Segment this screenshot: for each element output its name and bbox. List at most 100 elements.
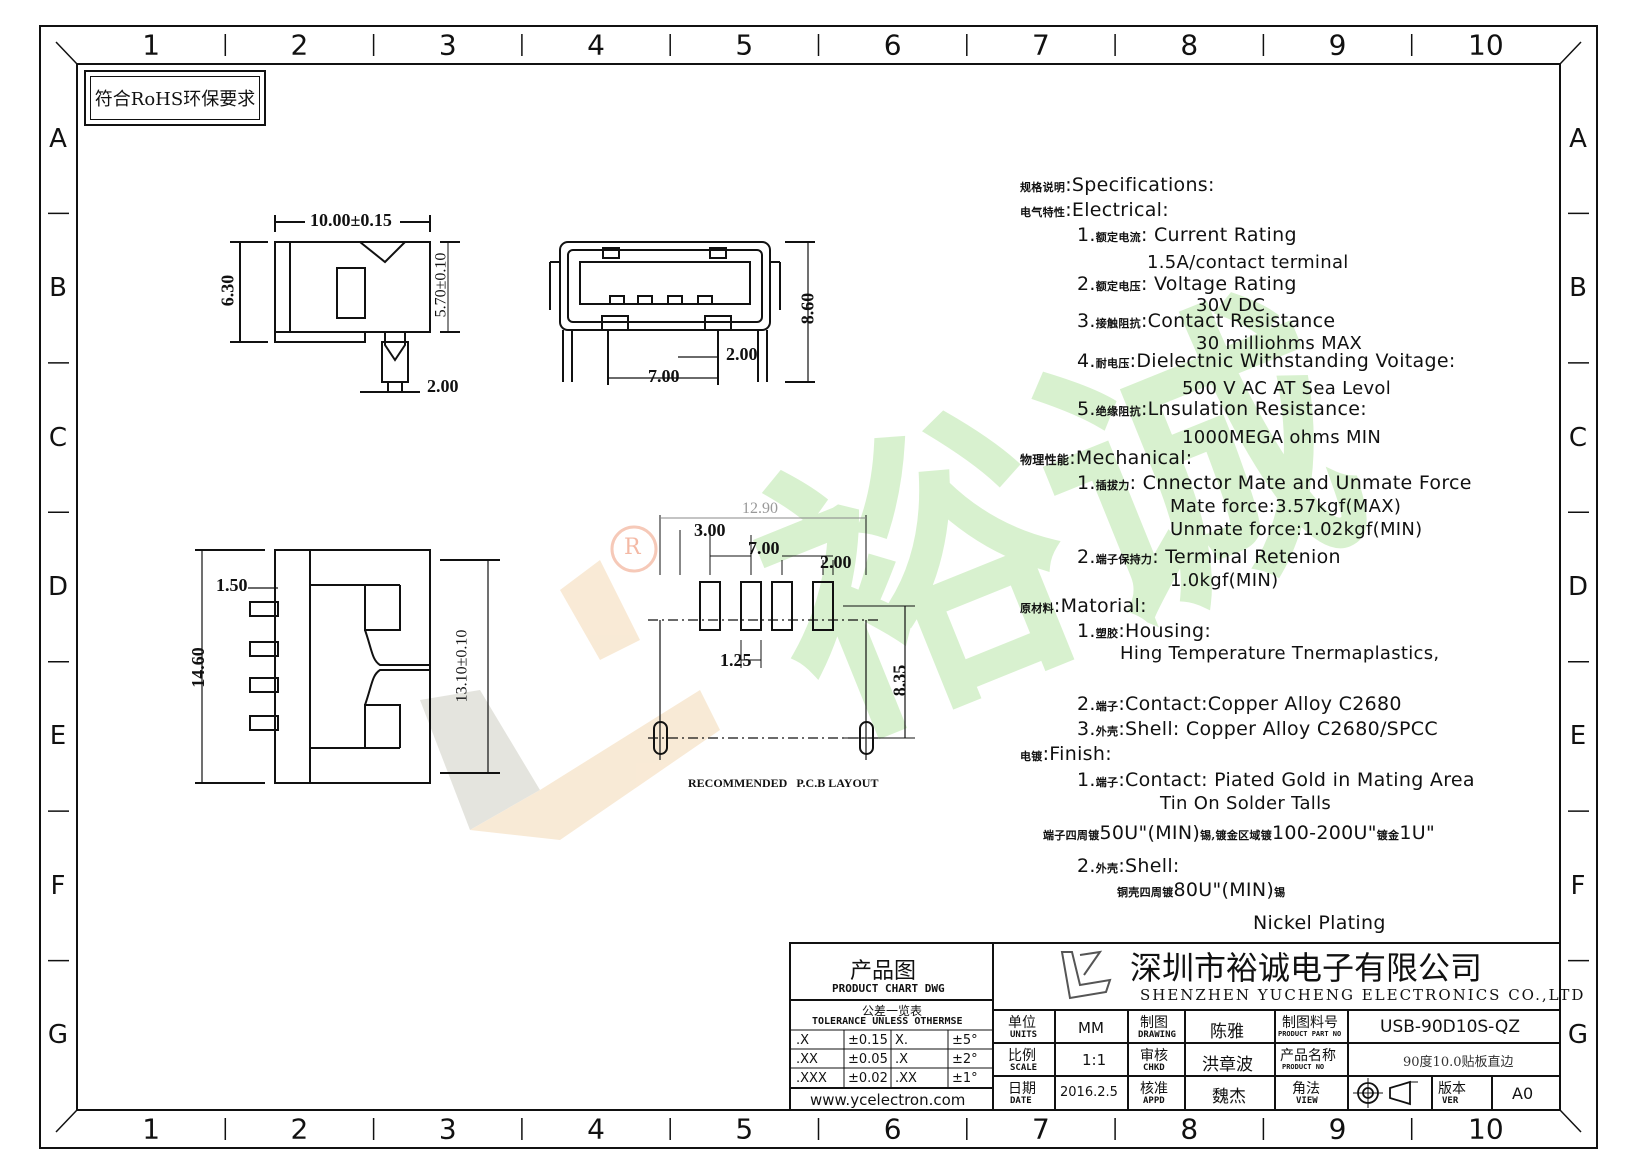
- tolerance-cell: ±0.02: [848, 1071, 888, 1086]
- dim-3-00: 3.00: [694, 520, 726, 540]
- pcb-layout-view: [648, 515, 915, 760]
- scale-label-cn: 比例: [1008, 1048, 1036, 1064]
- spec-nickel-plating: Nickel Plating: [1253, 912, 1386, 934]
- company-name-cn: 深圳市裕诚电子有限公司: [1130, 949, 1483, 987]
- dim-5-70: 5.70±0.10: [432, 252, 450, 318]
- spec-voltage-value: 30V DC: [1196, 295, 1266, 316]
- approved-label-cn: 核准: [1140, 1081, 1168, 1097]
- dim-8-35: 8.35: [889, 664, 910, 697]
- zone-number-top-5: 5: [735, 28, 754, 62]
- tolerance-cell: ±2°: [952, 1052, 978, 1067]
- dim-10-00: 10.00±0.15: [310, 210, 392, 230]
- checked-label-en: CHKD: [1143, 1063, 1165, 1073]
- spec-shell-finish: 2.外壳:Shell:: [1077, 855, 1180, 877]
- dim-7-00-b: 7.00: [748, 538, 780, 558]
- zone-letter-left-D: D: [47, 572, 69, 602]
- zone-number-top-1: 1: [142, 28, 161, 62]
- registered-mark: [610, 525, 658, 573]
- date-value: 2016.2.5: [1060, 1085, 1118, 1100]
- part-no-label-cn: 制图料号: [1282, 1015, 1338, 1031]
- product-name-label-en: PRODUCT NO: [1282, 1063, 1325, 1071]
- units-value: MM: [1078, 1019, 1104, 1037]
- projection-view-icon: [1353, 1078, 1418, 1108]
- zone-number-bottom-10: 10: [1468, 1112, 1504, 1146]
- product-name-value: 90度10.0贴板直边: [1403, 1055, 1514, 1070]
- checked-value: 洪章波: [1202, 1055, 1253, 1075]
- spec-shell-material: 3.外壳:Shell: Copper Alloy C2680/SPCC: [1077, 718, 1438, 740]
- spec-contact-material: 2.端子:Contact:Copper Alloy C2680: [1077, 693, 1402, 715]
- zone-number-top-6: 6: [883, 28, 902, 62]
- drawing-value: 陈雅: [1210, 1022, 1244, 1042]
- zone-number-top-3: 3: [438, 28, 457, 62]
- zone-letter-left-E: E: [49, 721, 67, 752]
- product-name-label-cn: 产品名称: [1280, 1048, 1336, 1064]
- spec-dielectric: 4.耐电压:Dielectnic Withstanding Voitage:: [1077, 350, 1456, 372]
- registered-mark-letter: R: [624, 535, 641, 560]
- zone-letter-left-B: B: [49, 273, 67, 304]
- tolerance-cell: .X: [895, 1052, 909, 1067]
- rohs-label-box: 符合RoHS环保要求: [84, 70, 266, 126]
- spec-unmate-value: Unmate force:1.02kgf(MIN): [1170, 519, 1423, 540]
- dim-14-60: 14.60: [187, 647, 208, 688]
- spec-dielectric-value: 500 V AC AT Sea Levol: [1182, 378, 1392, 399]
- zone-letter-left-A: A: [49, 123, 67, 154]
- company-logo-icon: [1060, 950, 1112, 1000]
- drawing-label-en: DRAWING: [1138, 1030, 1176, 1040]
- zone-letter-left-C: C: [48, 422, 68, 453]
- dim-7-00-a: 7.00: [648, 366, 680, 386]
- spec-electrical: 电气特性:Electrical:: [1020, 199, 1169, 221]
- spec-shell-plating: 铜壳四周镀80U"(MIN)锡: [1117, 879, 1286, 901]
- zone-letter-right-F: F: [1570, 870, 1586, 901]
- spec-plating-thickness: 端子四周镀50U"(MIN)锡,镀金区域镀100-200U"镀金1U": [1043, 822, 1435, 844]
- zone-number-top-4: 4: [587, 28, 605, 62]
- watermark-logo: [420, 560, 720, 840]
- spec-contact-plating: 1.端子:Contact: Piated Gold in Mating Area: [1077, 769, 1475, 791]
- zone-letter-right-B: B: [1569, 273, 1587, 304]
- product-chart-cn: 产品图: [850, 959, 917, 984]
- scale-value: 1:1: [1082, 1051, 1107, 1069]
- tolerance-cell: X.: [895, 1033, 909, 1048]
- units-label-en: UNITS: [1010, 1030, 1038, 1040]
- checked-label-cn: 审核: [1140, 1048, 1168, 1064]
- part-no-value: USB-90D10S-QZ: [1380, 1017, 1520, 1037]
- zone-letter-left-G: G: [47, 1020, 69, 1051]
- tolerance-cell: .XX: [796, 1052, 818, 1067]
- spec-mechanical: 物理性能:Mechanical:: [1020, 447, 1193, 469]
- zone-number-bottom-8: 8: [1180, 1112, 1199, 1146]
- zone-letter-right-A: A: [1569, 123, 1587, 154]
- date-label-cn: 日期: [1008, 1081, 1036, 1097]
- zone-number-bottom-7: 7: [1032, 1112, 1050, 1146]
- spec-resistance-value: 30 milliohms MAX: [1196, 333, 1363, 354]
- spec-heading: 规格说明:Specifications:: [1020, 174, 1215, 196]
- zone-number-bottom-1: 1: [142, 1112, 161, 1146]
- side-view: [230, 215, 460, 393]
- dim-2-00-c: 2.00: [820, 552, 852, 572]
- company-website: www.ycelectron.com: [810, 1091, 966, 1109]
- spec-material: 原材料:Matorial:: [1020, 595, 1147, 617]
- tolerance-cell: .XXX: [796, 1071, 827, 1086]
- zone-number-top-10: 10: [1468, 28, 1504, 62]
- spec-current-rating: 1.额定电流: Current Rating: [1077, 224, 1297, 246]
- zone-number-top-9: 9: [1328, 28, 1347, 62]
- pcb-layout-label: RECOMMENDED P.C.B LAYOUT: [688, 776, 879, 790]
- dim-13-10: 13.10±0.10: [453, 629, 471, 703]
- date-label-en: DATE: [1010, 1096, 1032, 1106]
- zone-number-top-7: 7: [1032, 28, 1050, 62]
- zone-letter-right-C: C: [1568, 422, 1588, 453]
- units-label-cn: 单位: [1008, 1015, 1036, 1031]
- zone-letter-right-G: G: [1567, 1020, 1589, 1051]
- spec-mate-value: Mate force:3.57kgf(MAX): [1170, 496, 1402, 517]
- spec-housing-value: Hing Temperature Tnermaplastics,: [1120, 643, 1440, 664]
- zone-letter-right-E: E: [1569, 721, 1587, 752]
- top-view: [195, 549, 500, 784]
- scale-label-en: SCALE: [1010, 1063, 1038, 1073]
- zone-letter-left-F: F: [50, 870, 66, 901]
- title-block-grid: [789, 942, 1561, 1111]
- view-label-en: VIEW: [1296, 1096, 1318, 1106]
- dim-8-60: 8.60: [797, 292, 818, 325]
- zone-number-top-2: 2: [290, 28, 309, 62]
- tolerance-cell: ±1°: [952, 1071, 978, 1086]
- dim-2-00-a: 2.00: [427, 376, 459, 396]
- dim-6-30: 6.30: [217, 274, 238, 307]
- spec-insulation: 5.绝缘阻抗:Lnsulation Resistance:: [1077, 398, 1367, 420]
